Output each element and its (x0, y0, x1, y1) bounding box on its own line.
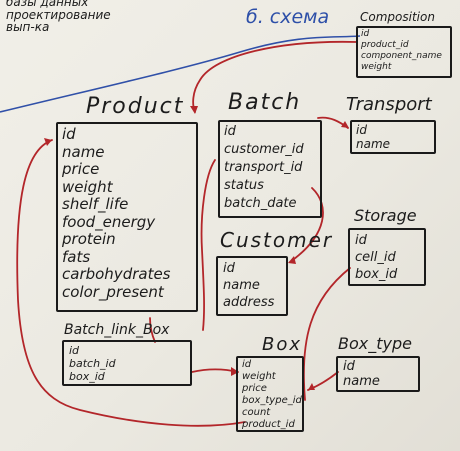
box-table: id weight price box_type_id count produc… (236, 356, 304, 432)
product-field-protein: protein (62, 230, 116, 248)
storage-table: id cell_id box_id (348, 228, 426, 286)
box-title: Box (262, 334, 303, 355)
composition-field-component-name: component_name (361, 51, 442, 61)
batch-field-id: id (224, 124, 236, 139)
box-field-price: price (242, 383, 267, 394)
batch-link-box-table: id batch_id box_id (62, 340, 192, 386)
batch-link-box-field-id: id (69, 344, 80, 357)
product-field-fats: fats (62, 247, 91, 266)
box-field-id: id (242, 359, 252, 370)
transport-title: Transport (346, 94, 432, 115)
transport-field-id: id (356, 123, 367, 137)
header-note-line-3: вып-ка (6, 20, 50, 35)
transport-table: id name (350, 120, 436, 154)
composition-table: id product_id component_name weight (356, 26, 452, 78)
customer-field-address: address (223, 295, 275, 310)
box-field-box-type-id: box_type_id (242, 395, 302, 406)
composition-title: Composition (360, 10, 435, 24)
transport-field-name: name (356, 137, 391, 151)
customer-field-id: id (223, 261, 235, 276)
product-title: Product (86, 94, 185, 119)
batch-table: id customer_id transport_id status batch… (218, 120, 322, 218)
product-field-food-energy: food_energy (62, 212, 156, 231)
product-left-loop-arrow (16, 139, 246, 427)
batch-field-customer-id: customer_id (224, 142, 304, 157)
batch-title: Batch (228, 90, 302, 115)
batch-customer-arrow (289, 187, 324, 263)
box-type-title: Box_type (338, 334, 412, 353)
product-field-shelf-life: shelf_life (62, 195, 129, 213)
box-type-field-name: name (343, 374, 380, 389)
customer-title: Customer (220, 228, 334, 252)
batch-link-box-field-batch-id: batch_id (69, 357, 116, 370)
batch-link-box-title: Batch_link_Box (64, 322, 170, 338)
box-field-count: count (242, 407, 271, 418)
box-field-weight: weight (242, 371, 276, 382)
box-type-field-id: id (343, 359, 355, 374)
header-divider-line (0, 35, 361, 113)
batch-link-box-field-box-id: box_id (69, 370, 105, 383)
header-note: базы данных проектирование вып-ка (6, 0, 111, 34)
product-field-price: price (62, 160, 100, 178)
batch-field-transport-id: transport_id (224, 160, 303, 175)
storage-field-cell-id: cell_id (355, 250, 396, 265)
composition-field-id: id (361, 29, 370, 39)
box-type-table: id name (336, 356, 420, 392)
storage-field-box-id: box_id (355, 267, 398, 282)
customer-table: id name address (216, 256, 288, 316)
product-table: id name price weight shelf_life food_ene… (56, 122, 198, 312)
schema-label: б. схема (246, 6, 330, 28)
batch-field-status: status (224, 178, 264, 193)
storage-title: Storage (354, 206, 417, 225)
product-field-color-present: color_present (62, 282, 164, 301)
product-field-name: name (62, 142, 105, 161)
product-field-id: id (62, 125, 76, 143)
composition-field-weight: weight (361, 62, 392, 72)
box-field-product-id: product_id (242, 419, 295, 430)
customer-field-name: name (223, 278, 260, 293)
header-note-line-1: базы данных (6, 0, 89, 9)
product-field-carbohydrates: carbohydrates (62, 265, 171, 283)
storage-field-id: id (355, 233, 367, 248)
batch-product-arrow (200, 159, 216, 331)
composition-product-arrow (192, 40, 358, 113)
composition-field-product-id: product_id (361, 40, 409, 50)
batch-field-batch-date: batch_date (224, 196, 297, 211)
header-note-line-2: проектирование (6, 7, 111, 22)
product-field-weight: weight (62, 177, 113, 196)
